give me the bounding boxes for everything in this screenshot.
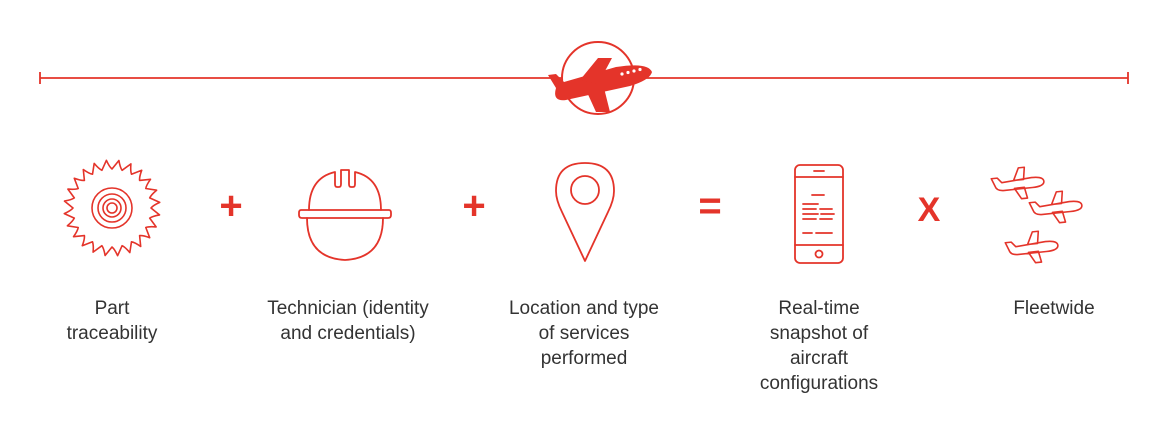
step-label-location: Location and type of services performed xyxy=(474,296,694,371)
step-label-line: traceability xyxy=(66,323,158,344)
step-label-line: Part xyxy=(94,298,130,319)
hard-hat-icon xyxy=(298,169,392,261)
step-label-line: performed xyxy=(540,348,628,369)
equals-operator: = xyxy=(698,184,722,228)
step-label-line: snapshot of xyxy=(769,323,869,344)
step-label-part-traceability: Part traceability xyxy=(2,296,222,346)
step-label-line: Technician (identity xyxy=(267,298,429,319)
smartphone-document-icon xyxy=(794,164,844,264)
step-label-line: Location and type xyxy=(508,298,659,319)
step-label-line: configurations xyxy=(759,373,879,394)
step-label-line: Real-time xyxy=(778,298,860,319)
map-pin-icon xyxy=(555,162,615,262)
step-label-line: and credentials) xyxy=(280,323,416,344)
timeline xyxy=(39,41,1129,115)
circular-saw-blade-icon xyxy=(63,159,161,257)
step-label-snapshot: Real-time snapshot of aircraft configura… xyxy=(709,296,929,396)
step-label-line: Fleetwide xyxy=(1013,298,1095,319)
step-label-line: of services xyxy=(538,323,630,344)
airplane-fleet-icon xyxy=(989,164,1085,267)
plus-operator-1: + xyxy=(219,184,243,228)
plus-operator-2: + xyxy=(462,184,486,228)
airplane-icon xyxy=(548,41,652,115)
step-label-technician: Technician (identity and credentials) xyxy=(238,296,458,346)
multiply-operator: X xyxy=(917,191,941,229)
step-label-line: aircraft xyxy=(789,348,849,369)
step-label-fleetwide: Fleetwide xyxy=(944,296,1164,321)
